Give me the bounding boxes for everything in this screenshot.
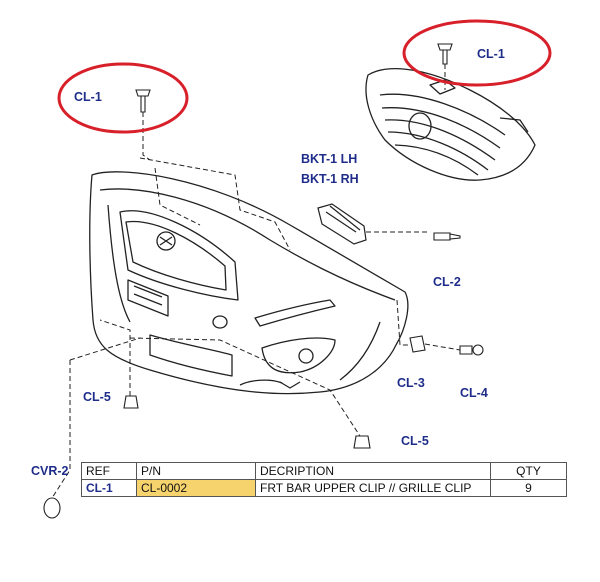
callout-cl4: CL-4 <box>460 386 488 400</box>
bracket-bkt-1 <box>317 203 367 245</box>
callout-cvr2: CVR-2 <box>31 464 69 478</box>
callout-cl2: CL-2 <box>433 275 461 289</box>
callout-cl1-right: CL-1 <box>477 47 505 61</box>
header-description: DECRIPTION <box>255 462 491 480</box>
callout-bkt-rh: BKT-1 RH <box>301 172 359 186</box>
callout-cl5-right: CL-5 <box>401 434 429 448</box>
highlight-ellipses <box>57 19 552 134</box>
header-pn: P/N <box>136 462 256 480</box>
callout-cl3: CL-3 <box>397 376 425 390</box>
table-row: CL-1 CL-0002 FRT BAR UPPER CLIP // GRILL… <box>81 479 567 497</box>
header-qty: QTY <box>490 462 567 480</box>
row-description: FRT BAR UPPER CLIP // GRILLE CLIP <box>255 479 491 497</box>
row-pn: CL-0002 <box>136 479 256 497</box>
table-header-row: REF P/N DECRIPTION QTY <box>81 462 567 480</box>
row-ref: CL-1 <box>81 479 137 497</box>
callout-cl1-left: CL-1 <box>74 90 102 104</box>
clip-parts <box>43 43 484 519</box>
dashed-leader-lines <box>51 64 461 499</box>
callout-bkt-lh: BKT-1 LH <box>301 152 357 166</box>
callout-cl5-left: CL-5 <box>83 390 111 404</box>
highlight-ellipse-right <box>402 19 552 87</box>
grille <box>365 68 536 181</box>
parts-table: REF P/N DECRIPTION QTY CL-1 CL-0002 FRT … <box>81 462 567 497</box>
row-qty: 9 <box>490 479 567 497</box>
header-ref: REF <box>81 462 137 480</box>
front-bumper-cover <box>89 171 409 395</box>
highlight-ellipse-left <box>57 62 189 134</box>
